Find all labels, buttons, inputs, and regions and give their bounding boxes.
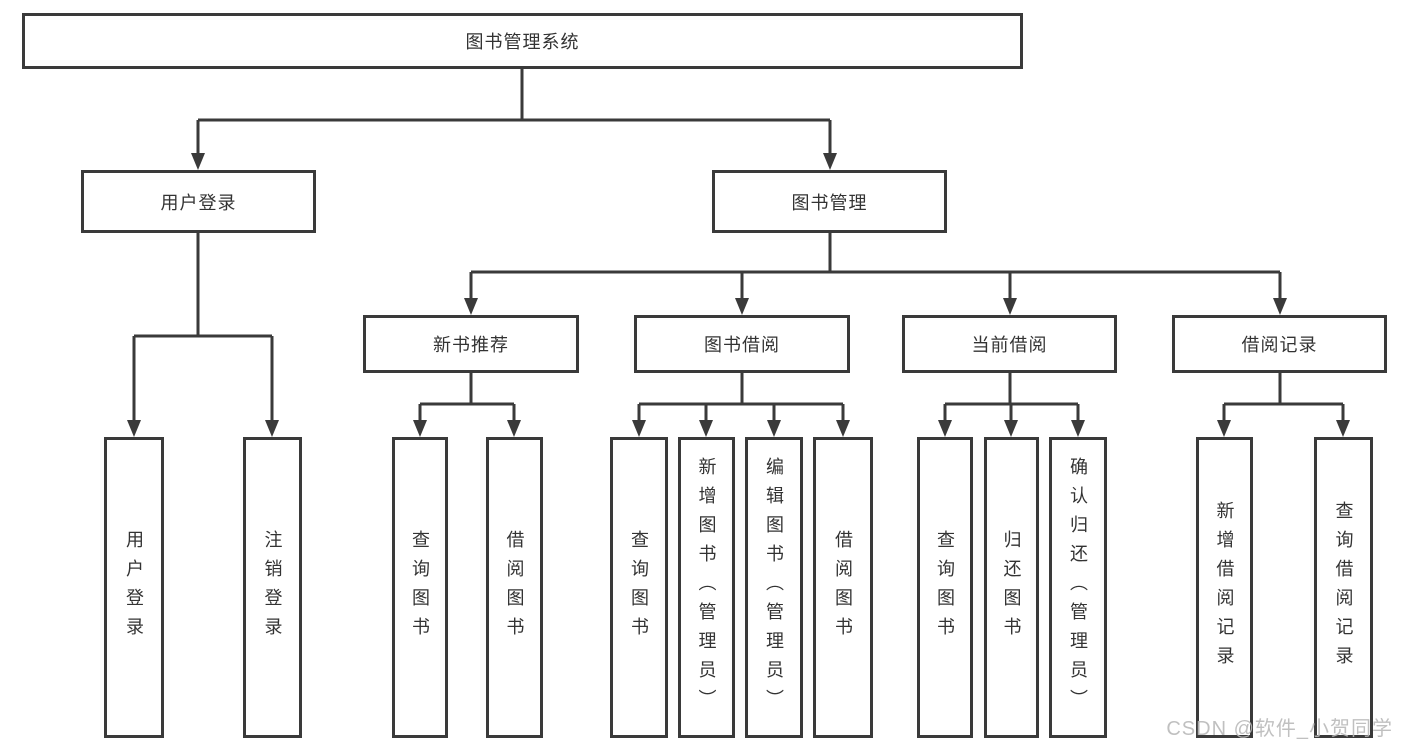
node-label: 图书借阅	[704, 335, 780, 355]
node-current-borrowing: 当前借阅	[902, 315, 1117, 373]
node-library-management-system: 图书管理系统	[22, 13, 1023, 69]
node-leaf-borrow-books-newrec: 借阅图书	[486, 437, 543, 738]
node-label: 编辑图书（管理员）	[764, 457, 784, 718]
node-book-management-branch: 图书管理	[712, 170, 947, 233]
node-new-book-recommendation: 新书推荐	[363, 315, 579, 373]
node-leaf-confirm-return-admin: 确认归还（管理员）	[1049, 437, 1107, 738]
node-label: 查询图书	[629, 529, 649, 646]
node-label: 查询借阅记录	[1333, 500, 1354, 675]
node-label: 新书推荐	[433, 335, 509, 355]
node-leaf-query-books-newrec: 查询图书	[392, 437, 448, 738]
node-label: 图书管理	[791, 192, 868, 213]
node-leaf-query-borrow-record: 查询借阅记录	[1314, 437, 1373, 738]
node-leaf-add-borrow-record: 新增借阅记录	[1196, 437, 1253, 738]
node-label: 注销登录	[262, 529, 283, 646]
node-label: 借阅图书	[504, 529, 525, 646]
node-label: 查询图书	[410, 529, 430, 646]
node-leaf-add-books-admin: 新增图书（管理员）	[678, 437, 735, 738]
node-label: 新增借阅记录	[1214, 500, 1235, 675]
csdn-watermark: CSDN @软件_小贺同学	[1166, 718, 1393, 740]
node-leaf-return-books: 归还图书	[984, 437, 1039, 738]
node-borrowing-records: 借阅记录	[1172, 315, 1387, 373]
node-user-login-branch: 用户登录	[81, 170, 316, 233]
node-label: 归还图书	[1001, 529, 1022, 646]
node-label: 用户登录	[160, 192, 237, 213]
node-label: 图书管理系统	[465, 32, 580, 52]
node-label: 借阅记录	[1241, 335, 1318, 355]
node-leaf-edit-books-admin: 编辑图书（管理员）	[745, 437, 803, 738]
node-label: 确认归还（管理员）	[1068, 457, 1088, 718]
node-label: 借阅图书	[833, 529, 853, 646]
node-book-borrowing: 图书借阅	[634, 315, 850, 373]
node-label: 新增图书（管理员）	[696, 457, 717, 718]
node-label: 查询图书	[935, 529, 955, 646]
node-leaf-borrow-books: 借阅图书	[813, 437, 873, 738]
node-label: 当前借阅	[971, 335, 1048, 355]
node-leaf-query-books-current: 查询图书	[917, 437, 973, 738]
node-leaf-logout: 注销登录	[243, 437, 302, 738]
node-leaf-query-books-borrow: 查询图书	[610, 437, 668, 738]
node-leaf-user-login: 用户登录	[104, 437, 164, 738]
node-label: 用户登录	[124, 529, 144, 646]
